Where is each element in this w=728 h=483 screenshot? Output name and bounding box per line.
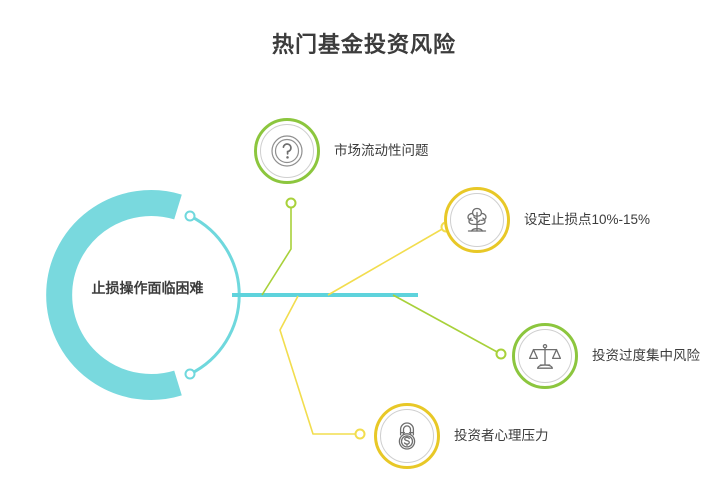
node-label-market-liquidity: 市场流动性问题 [334, 143, 429, 159]
hub-arc-bottom-dot [184, 368, 196, 380]
node-concentration-risk[interactable]: 投资过度集中风险 [512, 323, 700, 389]
node-label-concentration-risk: 投资过度集中风险 [592, 348, 700, 364]
node-icon-ring-market-liquidity [254, 118, 320, 184]
node-market-liquidity[interactable]: 市场流动性问题 [254, 118, 429, 184]
ring-outer-green [512, 323, 578, 389]
connector-investor-psychology [279, 295, 356, 435]
ring-outer-yellow [444, 187, 510, 253]
node-label-stop-loss-point: 设定止损点10%-15% [524, 212, 651, 228]
hub-arc-top-dot [184, 210, 196, 222]
page-title: 热门基金投资风险 [271, 32, 456, 57]
ring-inner [380, 409, 434, 463]
node-label-investor-psychology: 投资者心理压力 [454, 428, 549, 444]
node-investor-psychology[interactable]: 投资者心理压力 [374, 403, 549, 469]
node-icon-ring-concentration-risk [512, 323, 578, 389]
connector-dot-concentration-risk [495, 348, 507, 360]
connector-concentration-risk [392, 294, 500, 354]
connector-market-liquidity [261, 205, 292, 296]
tree-icon [467, 207, 487, 232]
node-icon-ring-investor-psychology [374, 403, 440, 469]
ring-inner [260, 124, 314, 178]
question-mark-icon [271, 135, 303, 167]
lock-dollar-icon [398, 422, 416, 450]
connector-stop-loss-point [327, 227, 445, 296]
hub-label: 止损操作面临困难 [91, 280, 204, 296]
node-stop-loss-point[interactable]: 设定止损点10%-15% [444, 187, 650, 253]
ring-outer-green [254, 118, 320, 184]
connector-dot-market-liquidity [285, 197, 297, 209]
ring-outer-yellow [374, 403, 440, 469]
connector-dot-investor-psychology [354, 428, 366, 440]
balance-scale-icon [528, 343, 562, 369]
node-icon-ring-stop-loss-point [444, 187, 510, 253]
